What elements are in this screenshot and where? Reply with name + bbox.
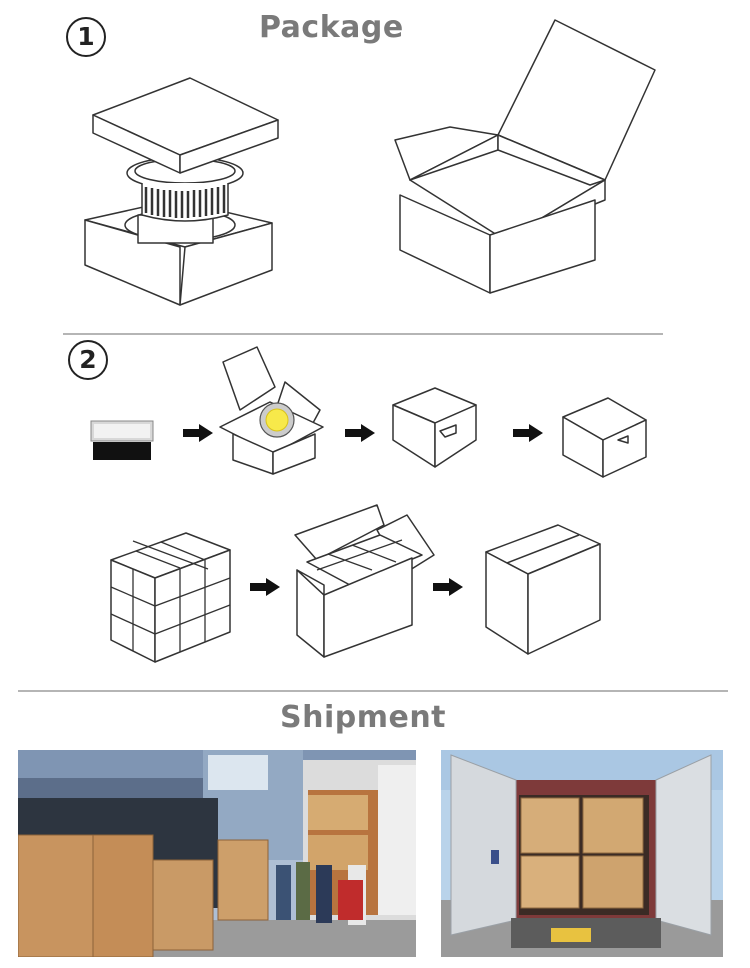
open-master-carton-illustration <box>294 504 435 658</box>
warehouse-loading-photo <box>18 750 416 957</box>
open-carton-illustration <box>394 19 656 294</box>
section-divider-top <box>63 333 663 335</box>
arrow-right-icon <box>345 424 375 442</box>
downlight-product-icon <box>90 420 154 460</box>
step-1-number: 1 <box>66 17 106 57</box>
shipment-title: Shipment <box>280 700 447 735</box>
package-title: Package <box>259 10 404 45</box>
light-in-box-illustration <box>84 77 279 306</box>
open-gift-box-with-light <box>219 346 324 475</box>
arrow-right-icon <box>433 578 463 596</box>
arrow-right-icon <box>250 578 280 596</box>
section-divider-bottom <box>18 690 728 692</box>
arrow-right-icon <box>513 424 543 442</box>
sealed-master-carton-illustration <box>485 524 601 655</box>
stacked-boxes-illustration <box>110 532 231 663</box>
closed-gift-box <box>562 397 647 478</box>
arrow-right-icon <box>183 424 213 442</box>
step-2-number: 2 <box>68 340 108 380</box>
closed-gift-box-ajar <box>392 387 477 468</box>
container-cargo-photo <box>441 750 723 957</box>
